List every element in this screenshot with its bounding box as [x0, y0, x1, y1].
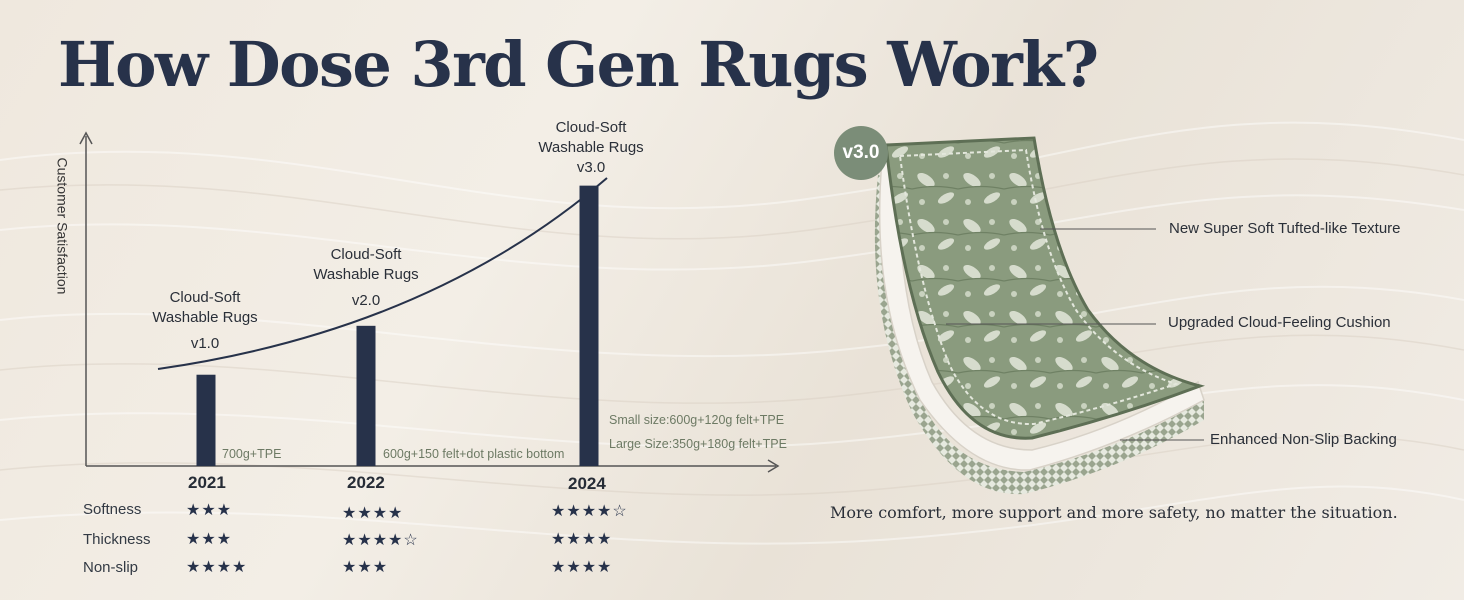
bar-2022	[356, 325, 376, 466]
version-badge: v3.0	[834, 126, 888, 180]
growth-curve	[157, 177, 608, 370]
spec-2024-large: Large Size:350g+180g felt+TPE	[609, 437, 787, 451]
cushion-layer	[878, 155, 1205, 471]
metric-nonslip: Non-slip	[83, 559, 139, 576]
stars-thickness-2022: ★★★★☆	[342, 532, 419, 549]
bar-label-v2: Cloud-Soft Washable Rugs v2.0	[313, 246, 419, 309]
callout-backing: Enhanced Non-Slip Backing	[1210, 431, 1397, 448]
stars-nonslip-2021: ★★★★	[186, 559, 248, 576]
x-axis-arrow	[767, 459, 780, 473]
stars-nonslip-2022: ★★★	[342, 559, 389, 576]
bar-2021	[196, 374, 216, 466]
bar-label-v3: Cloud-Soft Washable Rugs v3.0	[538, 119, 644, 176]
year-2024: 2024	[568, 474, 606, 493]
page-title: How Dose 3rd Gen Rugs Work?	[58, 28, 1099, 101]
year-2021: 2021	[188, 473, 226, 492]
satisfaction-chart	[79, 131, 780, 473]
stars-softness-2024: ★★★★☆	[551, 503, 628, 520]
metric-softness: Softness	[83, 501, 142, 518]
spec-2024-small: Small size:600g+120g felt+TPE	[609, 413, 785, 427]
y-axis-label: Customer Satisfaction	[54, 157, 71, 295]
stars-thickness-2021: ★★★	[186, 531, 233, 548]
stars-softness-2022: ★★★★	[342, 505, 404, 522]
spec-2021: 700g+TPE	[222, 447, 282, 461]
tagline: More comfort, more support and more safe…	[830, 503, 1398, 522]
metric-thickness: Thickness	[83, 531, 151, 548]
rug-layers-illustration	[874, 136, 1205, 495]
stars-softness-2021: ★★★	[186, 502, 233, 519]
callout-cushion: Upgraded Cloud-Feeling Cushion	[1168, 314, 1391, 331]
bar-2024	[579, 185, 599, 466]
stars-nonslip-2024: ★★★★	[551, 559, 613, 576]
bar-label-v1: Cloud-Soft Washable Rugs v1.0	[152, 289, 258, 352]
callout-texture: New Super Soft Tufted-like Texture	[1169, 220, 1401, 237]
y-axis-arrow	[79, 131, 93, 145]
top-rug-layer	[884, 136, 1205, 440]
spec-2022: 600g+150 felt+dot plastic bottom	[383, 447, 565, 461]
stars-thickness-2024: ★★★★	[551, 531, 613, 548]
year-2022: 2022	[347, 473, 385, 492]
